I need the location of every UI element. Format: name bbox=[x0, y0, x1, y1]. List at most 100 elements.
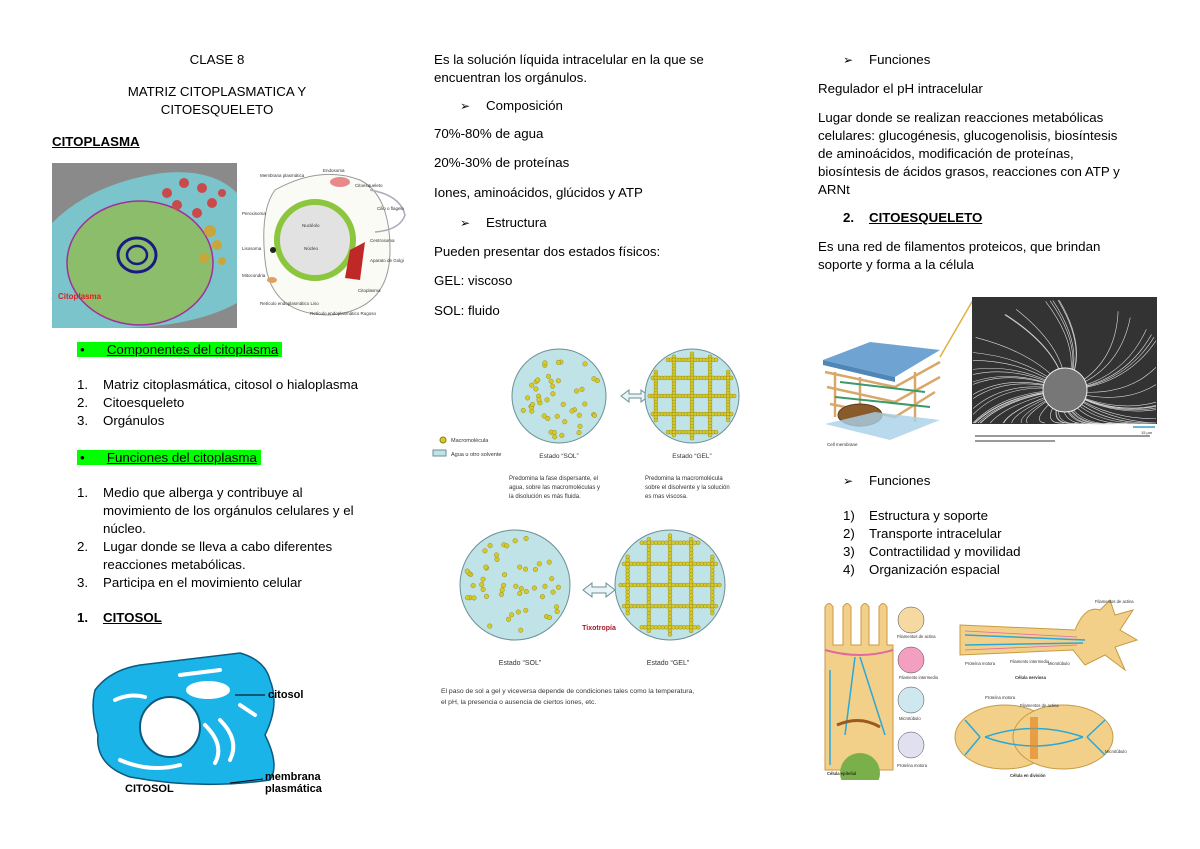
component-item: 2.Citoesqueleto bbox=[77, 395, 185, 410]
macromolecule bbox=[523, 589, 529, 595]
membrana-label-2: plasmática bbox=[265, 783, 323, 795]
citoesqueleto-heading: 2.CITOESQUELETO bbox=[843, 210, 983, 225]
macromolecule bbox=[554, 609, 560, 615]
macromolecule bbox=[717, 582, 722, 588]
lugar-text: Lugar donde se realizan reacciones metab… bbox=[818, 110, 1120, 197]
label-proteina-motora: Proteína motora bbox=[965, 661, 996, 666]
macromolecule bbox=[689, 435, 695, 441]
function-item: 2.Lugar donde se lleva a cabo diferentes… bbox=[77, 539, 333, 572]
macromolecule bbox=[576, 412, 582, 418]
comp-item: 20%-30% de proteínas bbox=[434, 155, 570, 170]
macromolecule bbox=[550, 391, 556, 397]
macromolecule bbox=[525, 395, 531, 401]
tixotropia-caption: el pH, la presencia o ausencia de cierto… bbox=[441, 699, 596, 706]
label-golgi: Aparato de Golgi bbox=[370, 258, 404, 263]
gel-desc: es mas viscosa. bbox=[645, 494, 688, 500]
citoesqueleto-desc: Es una red de filamentos proteicos, que … bbox=[818, 239, 1101, 272]
macromolecule bbox=[531, 585, 537, 591]
label-peroxisoma: Peroxisoma bbox=[242, 211, 266, 216]
gel-network bbox=[618, 533, 722, 637]
macromolecule bbox=[569, 408, 575, 414]
tixotropia-figure: Tixotropía Estado “SOL” Estado “GEL” El … bbox=[441, 529, 726, 706]
macromolecule bbox=[471, 595, 477, 601]
macromolecule bbox=[529, 401, 535, 407]
cytoskeleton-cells-figure: Filamentos de actina Filamento intermedi… bbox=[824, 599, 1139, 780]
gel-label: Estado “GEL” bbox=[672, 453, 711, 460]
funciones-heading-2: ➢Funciones bbox=[843, 473, 931, 488]
double-arrow-icon bbox=[582, 581, 616, 599]
functions-heading: • Funciones del citoplasma bbox=[77, 449, 261, 467]
macromolecule bbox=[713, 429, 719, 435]
label-actina: Filamentos de actina bbox=[1095, 599, 1134, 604]
function-item: 3.Participa en el movimiento celular bbox=[77, 575, 302, 590]
citosol-diagram: citosol membrana plasmática CITOSOL bbox=[92, 652, 323, 795]
label-citoplasma: Citoplasma bbox=[358, 288, 381, 293]
macromolecule bbox=[559, 432, 565, 438]
micrograph-label: Citoplasma bbox=[58, 292, 102, 301]
macromolecule bbox=[512, 538, 518, 544]
sol-label: Estado “SOL” bbox=[539, 453, 578, 460]
gel-desc: sobre el disolvente y la solución bbox=[645, 485, 730, 491]
label-celula-nerviosa: Célula nerviosa bbox=[1015, 675, 1047, 680]
macromolecule bbox=[518, 627, 524, 633]
func-item: 4)Organización espacial bbox=[843, 562, 1000, 577]
macromolecule-legend-icon bbox=[439, 436, 447, 444]
label-celula-division: Célula en división bbox=[1010, 773, 1046, 778]
macromolecule bbox=[551, 429, 557, 435]
macromolecule bbox=[504, 543, 510, 549]
legend-agua: Agua u otro solvente bbox=[451, 452, 501, 458]
macromolecule bbox=[554, 604, 560, 610]
label-rer: Retículo endoplasmático Rugoso bbox=[310, 311, 377, 316]
section-heading-citoplasma: CITOPLASMA bbox=[52, 134, 140, 149]
macromolecule bbox=[576, 430, 582, 436]
macromolecule bbox=[501, 582, 507, 588]
label-citoesqueleto: Citoesqueleto bbox=[355, 183, 383, 188]
sol-particles bbox=[520, 359, 600, 440]
sol-desc: Predomina la fase dispersante, el bbox=[509, 476, 598, 482]
macromolecule bbox=[728, 411, 734, 417]
funciones-heading: ➢Funciones bbox=[843, 52, 931, 67]
label-filamento-intermedio: Filamento intermedio bbox=[1010, 659, 1050, 664]
cytoskeleton-figure: Cell membrane 15 µm bbox=[823, 297, 1157, 447]
macromolecule bbox=[506, 616, 512, 622]
macromolecule bbox=[625, 611, 630, 616]
macromolecule bbox=[483, 564, 489, 570]
macromolecule bbox=[483, 593, 489, 599]
macromolecule bbox=[517, 590, 523, 596]
estados-intro: Pueden presentar dos estados físicos: bbox=[434, 244, 661, 259]
macromolecule bbox=[487, 623, 493, 629]
label-nucleolo: Nucléolo bbox=[302, 223, 320, 228]
macromolecule bbox=[713, 357, 719, 363]
macromolecule bbox=[546, 373, 552, 379]
macromolecule bbox=[523, 566, 529, 572]
macromolecule bbox=[542, 360, 548, 366]
macromolecule bbox=[653, 417, 659, 423]
macromolecule bbox=[539, 594, 545, 600]
macromolecule bbox=[550, 589, 556, 595]
macromolecule bbox=[574, 388, 580, 394]
macromolecule bbox=[577, 423, 583, 429]
legend-macro: Macromolécula bbox=[451, 438, 489, 444]
citosol-label: citosol bbox=[268, 689, 303, 701]
macromolecule bbox=[544, 397, 550, 403]
estructura-heading: ➢Estructura bbox=[460, 215, 547, 230]
macromolecule bbox=[582, 361, 588, 367]
label-actina: Filamentos de actina bbox=[1020, 703, 1059, 708]
macromolecule bbox=[487, 543, 493, 549]
macromolecule bbox=[710, 611, 715, 616]
page-subtitle-line1: MATRIZ CITOPLASMATICA Y bbox=[127, 84, 307, 99]
macromolecule bbox=[533, 386, 539, 392]
macromolecule bbox=[713, 603, 719, 609]
macromolecule bbox=[523, 607, 529, 613]
macromolecule bbox=[541, 413, 547, 419]
macromolecule bbox=[555, 378, 561, 384]
macromolecule bbox=[728, 375, 734, 381]
macromolecule bbox=[494, 556, 500, 562]
macromolecule bbox=[536, 561, 542, 567]
macromolecule bbox=[552, 434, 558, 440]
macromolecule bbox=[482, 548, 488, 554]
comp-item: Iones, aminoácidos, glúcidos y ATP bbox=[434, 185, 643, 200]
sol-gel-figure: Macromolécula Agua u otro solvente Estad… bbox=[432, 348, 740, 500]
macromolecule bbox=[591, 412, 597, 418]
macromolecule bbox=[493, 552, 499, 558]
